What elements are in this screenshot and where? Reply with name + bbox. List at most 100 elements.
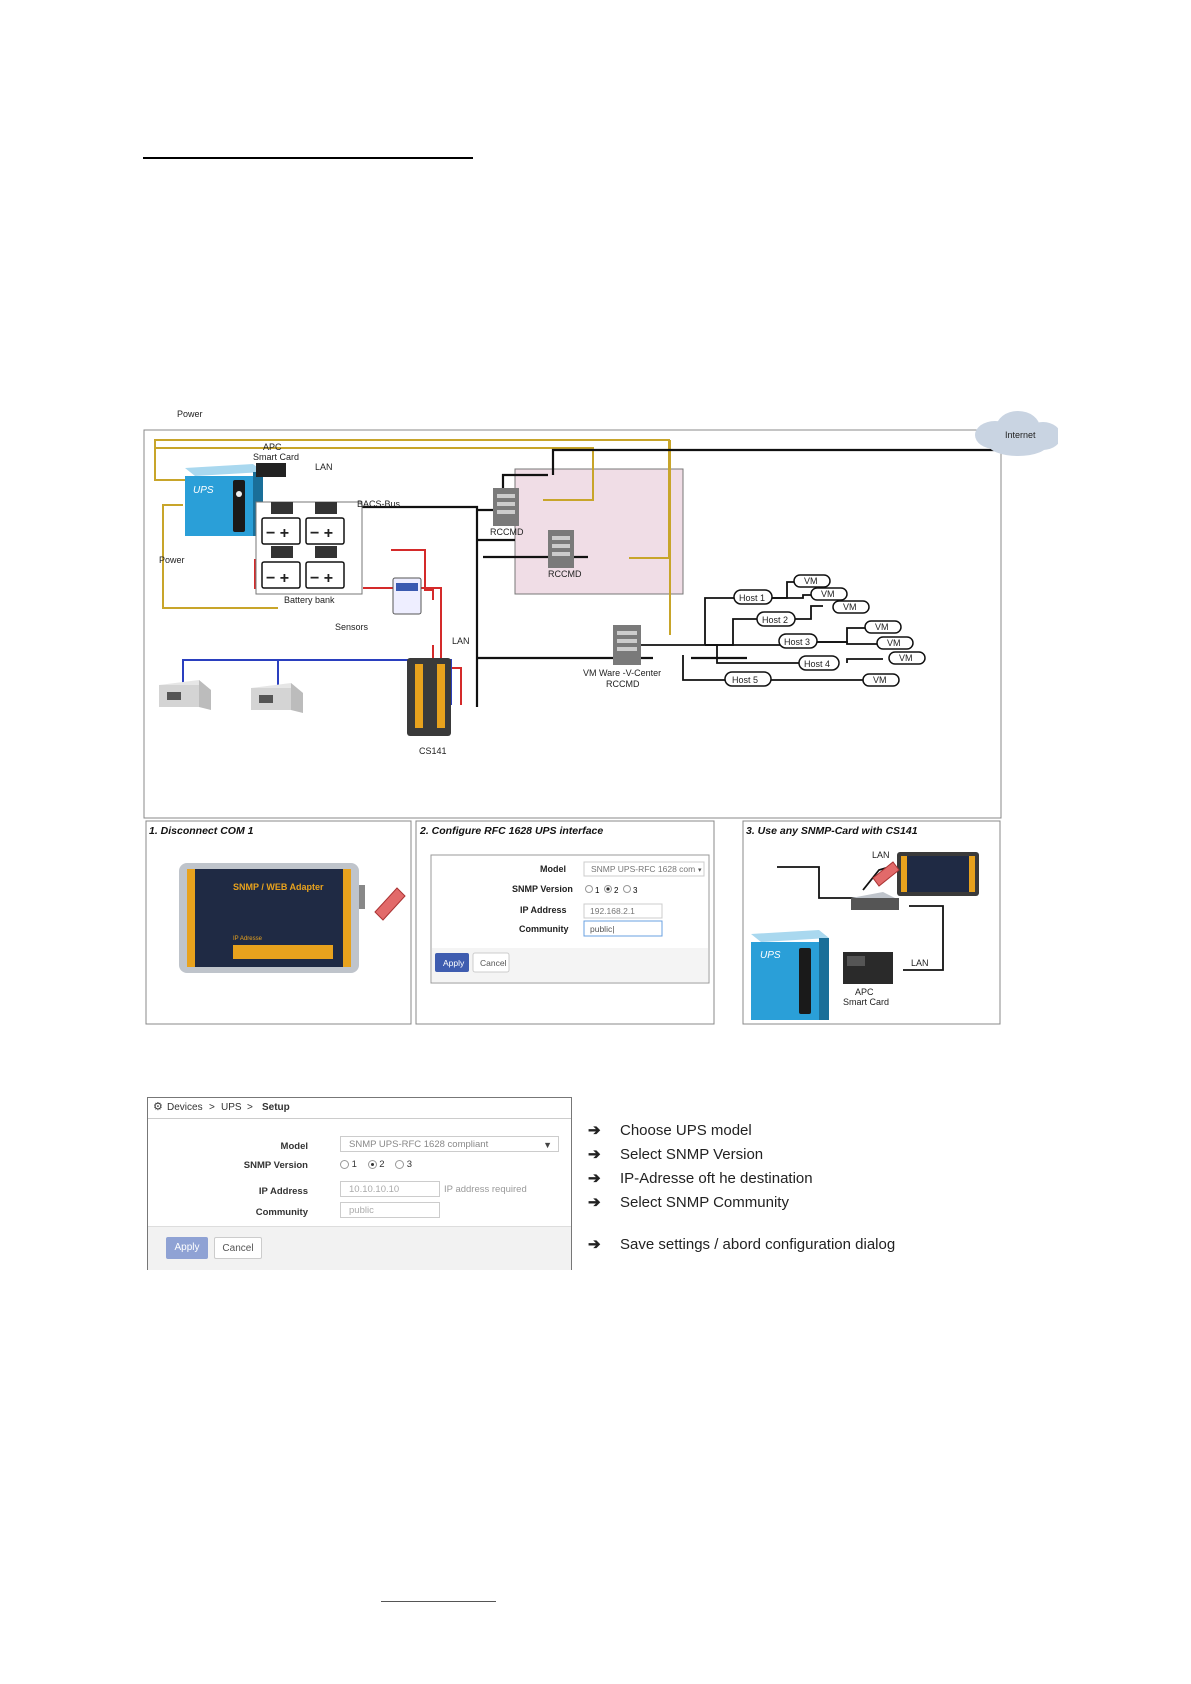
battery-modules <box>271 502 337 558</box>
p2-community-label: Community <box>519 924 569 934</box>
vm-label: VM <box>821 589 835 599</box>
step-item: ➔ Select SNMP Version <box>588 1145 763 1163</box>
p2-cancel-button[interactable] <box>472 952 510 973</box>
battery-terminals: − + − + − + − + <box>266 525 333 587</box>
radio-version-2[interactable] <box>367 1160 377 1169</box>
breadcrumb-devices[interactable]: Devices <box>167 1102 203 1113</box>
header-rule <box>143 157 473 159</box>
bacs-bus-label: BACS-Bus <box>357 499 401 509</box>
ip-address-hint: IP address required <box>444 1184 527 1195</box>
apply-button[interactable]: Apply <box>166 1237 208 1259</box>
p2-ip-value: 192.168.2.1 <box>590 906 635 916</box>
p2-radio-1[interactable] <box>585 885 593 893</box>
arrow-right-icon: ➔ <box>588 1122 601 1139</box>
snmp-version-radios: 1 2 3 <box>340 1159 412 1170</box>
network-diagram: Internet UPS Power Power APC Smart Card … <box>143 409 1058 1025</box>
host-pills <box>724 589 840 687</box>
model-select[interactable]: SNMP UPS-RFC 1628 compliant ▼ <box>340 1136 559 1152</box>
model-value: SNMP UPS-RFC 1628 compliant <box>349 1139 489 1150</box>
p2-radio-3-label: 3 <box>633 886 638 895</box>
step-text: Save settings / abord configuration dial… <box>620 1236 896 1253</box>
step-item: ➔ IP-Adresse oft he destination <box>588 1169 813 1187</box>
ip-address-label: IP Address <box>258 1186 308 1197</box>
step-text: Choose UPS model <box>620 1122 752 1139</box>
rccmd-label-1: RCCMD <box>490 527 524 537</box>
radio-version-3-label: 3 <box>406 1159 413 1170</box>
svg-text:− +: − + <box>310 570 333 587</box>
p3-lan-bottom-label: LAN <box>911 958 929 968</box>
radio-version-3[interactable] <box>395 1160 405 1169</box>
adapter-label: SNMP / WEB Adapter <box>233 882 324 892</box>
rccmd-server-1 <box>493 488 519 526</box>
cs141-device <box>407 658 451 736</box>
p2-ip-label: IP Address <box>520 905 567 915</box>
svg-text:− +: − + <box>310 525 333 542</box>
breadcrumb: ⚙ Devices > UPS > Setup <box>148 1098 571 1119</box>
lan-cs141-label: LAN <box>452 636 470 646</box>
step-text: Select SNMP Version <box>620 1146 764 1163</box>
community-input[interactable]: public <box>340 1202 440 1218</box>
host-tree-lines <box>641 581 883 681</box>
p3-lan-top-label: LAN <box>872 850 890 860</box>
arrow-right-icon: ➔ <box>588 1146 601 1163</box>
arrow-right-icon: ➔ <box>588 1236 601 1253</box>
cs141-label: CS141 <box>419 746 447 756</box>
p2-radio-3[interactable] <box>623 885 631 893</box>
p3-ups-label: UPS <box>760 950 781 961</box>
arrow-right-icon: ➔ <box>588 1170 601 1187</box>
p2-model-value: SNMP UPS-RFC 1628 com <box>591 864 695 874</box>
model-label: Model <box>280 1141 308 1152</box>
radio-version-1-label: 1 <box>351 1159 357 1170</box>
ip-address-placeholder: 10.10.10.10 <box>349 1184 400 1195</box>
rccmd-zone <box>514 468 684 595</box>
radio-version-1[interactable] <box>340 1160 349 1169</box>
host-2-label: Host 2 <box>762 615 788 625</box>
internet-label: Internet <box>1005 430 1036 440</box>
rccmd-label-2: RCCMD <box>548 569 582 579</box>
p2-community-input[interactable] <box>583 920 663 937</box>
vm-label: VM <box>873 675 887 685</box>
svg-text:− +: − + <box>266 525 289 542</box>
breadcrumb-ups[interactable]: UPS <box>221 1102 242 1113</box>
ip-address-input[interactable]: 10.10.10.10 <box>340 1181 440 1197</box>
p2-apply-button[interactable] <box>435 953 469 972</box>
vm-label: VM <box>843 602 857 612</box>
p2-model-select[interactable] <box>583 861 705 877</box>
p3-switch <box>851 892 899 910</box>
p2-apply-label: Apply <box>443 958 465 968</box>
sensors-label: Sensors <box>335 622 369 632</box>
rccmd-server-2 <box>548 530 574 568</box>
p2-cancel-label: Cancel <box>480 958 507 968</box>
community-label: Community <box>255 1207 308 1218</box>
step-text: IP-Adresse oft he destination <box>620 1170 813 1187</box>
ups-device: UPS <box>185 464 263 536</box>
radio-version-2-label: 2 <box>379 1159 385 1170</box>
cancel-button[interactable]: Cancel <box>214 1237 262 1259</box>
vm-label: VM <box>804 576 818 586</box>
arrow-right-icon: ➔ <box>588 1194 601 1211</box>
batteries <box>261 517 345 589</box>
panel-1-arrow <box>374 887 406 921</box>
vm-labels: VM VM VM VM VM VM VM <box>804 576 913 685</box>
apc-card-label-1: APC <box>263 442 282 452</box>
step-item: ➔ Save settings / abord configuration dia… <box>588 1235 895 1253</box>
step-text: Select SNMP Community <box>620 1194 789 1211</box>
breadcrumb-separator: > <box>247 1102 253 1113</box>
sensor-1 <box>159 680 211 710</box>
gear-icon[interactable]: ⚙ <box>153 1101 163 1113</box>
vm-label: VM <box>899 653 913 663</box>
breadcrumb-separator: > <box>209 1102 215 1113</box>
lan-lines <box>313 448 998 707</box>
panel-3-title: 3. Use any SNMP-Card with CS141 <box>746 825 918 837</box>
p3-apc-label-1: APC <box>855 987 874 997</box>
step-item: ➔ Choose UPS model <box>588 1121 752 1139</box>
panel-2-title: 2. Configure RFC 1628 UPS interface <box>419 825 603 837</box>
p2-community-value: public| <box>590 924 614 934</box>
p2-ip-input[interactable] <box>583 903 663 919</box>
p3-apc-card <box>843 952 893 984</box>
host-4-label: Host 4 <box>804 659 830 669</box>
power-lines <box>154 439 671 635</box>
vmware-label-2: RCCMD <box>606 679 640 689</box>
snmp-version-label: SNMP Version <box>243 1160 308 1171</box>
host-1-label: Host 1 <box>739 593 765 603</box>
